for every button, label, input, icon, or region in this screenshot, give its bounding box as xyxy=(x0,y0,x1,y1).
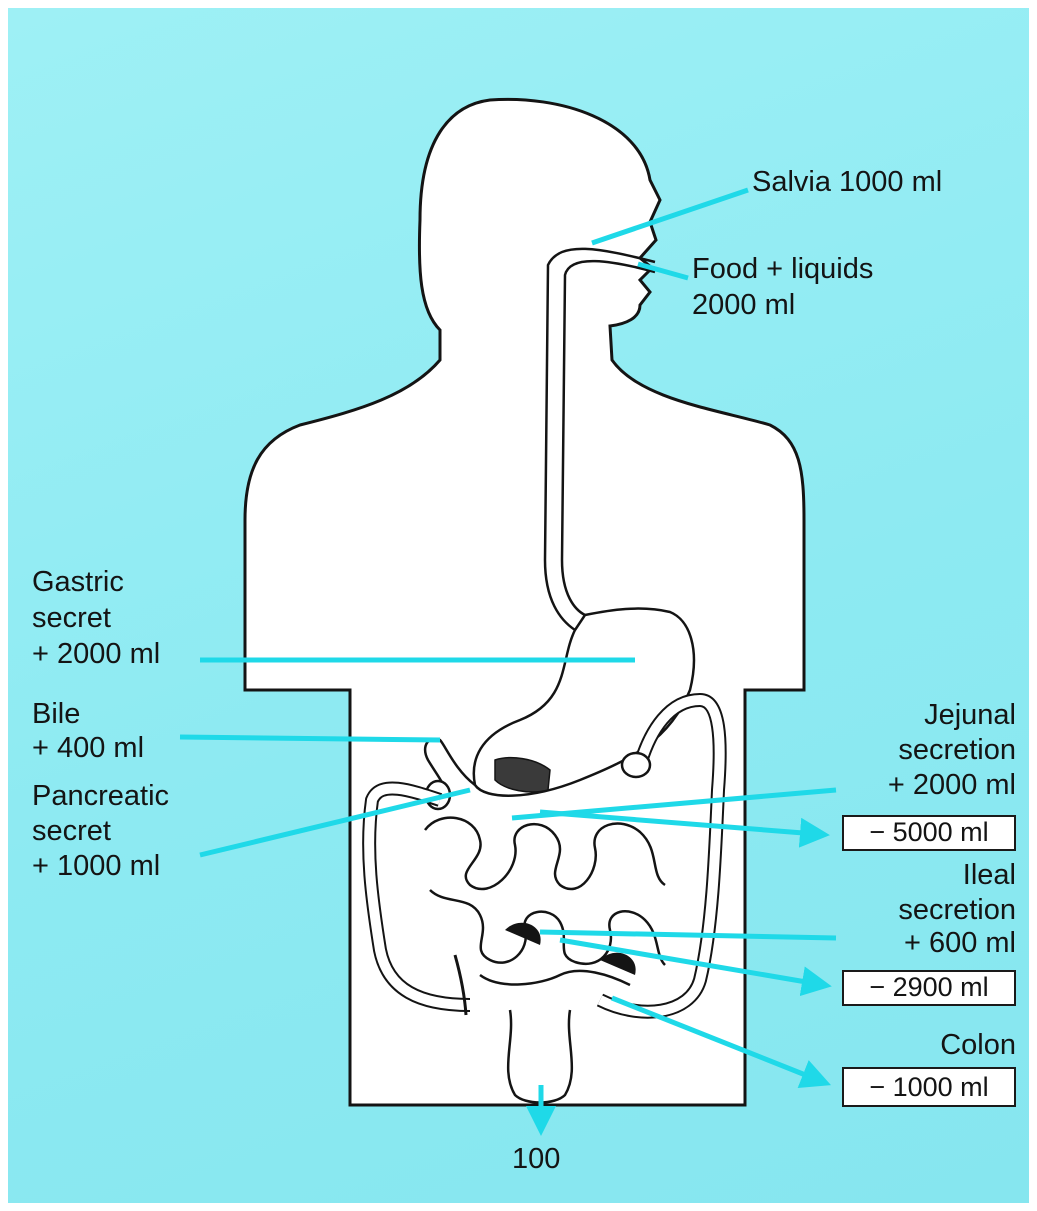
bile-arrow xyxy=(180,737,440,740)
bile-label-line2: + 400 ml xyxy=(32,731,144,766)
ileal-absorption-box: − 2900 ml xyxy=(842,970,1016,1006)
bile-label-line1: Bile xyxy=(32,697,80,732)
body-silhouette xyxy=(245,99,804,1105)
jejunal-label-line3: + 2000 ml xyxy=(820,768,1016,803)
saliva-label: Salvia 1000 ml xyxy=(752,165,942,200)
jejunal-label-line2: secretion xyxy=(820,733,1016,768)
ileal-label-line3: + 600 ml xyxy=(820,926,1016,961)
colon-opening xyxy=(622,753,650,777)
pancreatic-label-line3: + 1000 ml xyxy=(32,849,160,884)
colon-label: Colon xyxy=(820,1028,1016,1063)
jejunal-absorption-box: − 5000 ml xyxy=(842,815,1016,851)
pancreatic-label-line1: Pancreatic xyxy=(32,779,169,814)
gastric-label-line3: + 2000 ml xyxy=(32,637,160,672)
food-label-line2: 2000 ml xyxy=(692,288,795,323)
output-label: 100 xyxy=(512,1142,560,1177)
gastric-label-line1: Gastric xyxy=(32,565,124,600)
food-label-line1: Food + liquids xyxy=(692,252,873,287)
ileal-label-line2: secretion xyxy=(820,893,1016,928)
gastric-label-line2: secret xyxy=(32,601,111,636)
ileal-label-line1: Ileal xyxy=(820,858,1016,893)
pancreatic-label-line2: secret xyxy=(32,814,111,849)
jejunal-label-line1: Jejunal xyxy=(820,698,1016,733)
colon-absorption-box: − 1000 ml xyxy=(842,1067,1016,1107)
